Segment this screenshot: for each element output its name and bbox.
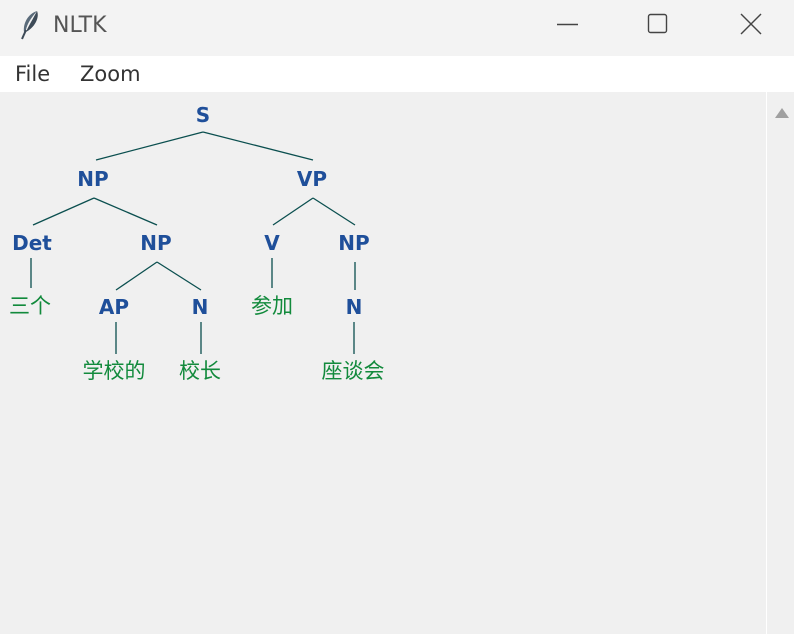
maximize-icon bbox=[647, 13, 668, 34]
leaf-xuexiaode[interactable]: 学校的 bbox=[82, 359, 146, 383]
minimize-icon bbox=[557, 23, 578, 26]
maximize-button[interactable] bbox=[613, 0, 703, 50]
menu-bar: File Zoom bbox=[0, 56, 794, 92]
menu-zoom[interactable]: Zoom bbox=[80, 62, 141, 86]
edge-np-det bbox=[32, 197, 95, 226]
title-bar[interactable]: NLTK bbox=[0, 0, 794, 56]
edge-s-vp bbox=[202, 131, 314, 161]
edge-np-ap bbox=[115, 261, 158, 291]
node-n-head[interactable]: N bbox=[191, 295, 209, 319]
node-np[interactable]: NP bbox=[77, 167, 109, 191]
leaf-sange[interactable]: 三个 bbox=[9, 294, 51, 318]
window-title: NLTK bbox=[53, 13, 107, 38]
edge-s-np bbox=[95, 131, 204, 161]
node-ap[interactable]: AP bbox=[98, 295, 130, 319]
node-n-object[interactable]: N bbox=[345, 295, 363, 319]
node-np-subject[interactable]: NP bbox=[140, 231, 172, 255]
node-s[interactable]: S bbox=[195, 103, 211, 127]
node-v[interactable]: V bbox=[264, 231, 280, 255]
edge-np-np bbox=[93, 197, 158, 226]
edge-vp-np bbox=[312, 197, 356, 226]
node-vp[interactable]: VP bbox=[296, 167, 328, 191]
leaf-xiaozhang[interactable]: 校长 bbox=[179, 359, 221, 383]
minimize-button[interactable] bbox=[522, 0, 612, 50]
menu-file[interactable]: File bbox=[15, 62, 51, 86]
leaf-canjia[interactable]: 参加 bbox=[251, 294, 293, 318]
edge-vp-v bbox=[272, 197, 314, 226]
node-np-object[interactable]: NP bbox=[338, 231, 370, 255]
leaf-zuotanhui[interactable]: 座谈会 bbox=[321, 359, 385, 383]
vertical-scrollbar[interactable] bbox=[766, 92, 794, 634]
scroll-up-arrow-icon[interactable] bbox=[775, 108, 789, 118]
node-det[interactable]: Det bbox=[12, 231, 52, 255]
close-icon bbox=[740, 13, 762, 35]
feather-icon bbox=[20, 10, 42, 40]
edge-np-n bbox=[156, 261, 202, 291]
close-button[interactable] bbox=[705, 0, 794, 50]
tree-edges bbox=[30, 131, 356, 354]
tree-canvas[interactable]: S NP VP Det NP V NP 三个 AP N 参加 N 学校的 校长 … bbox=[0, 92, 766, 634]
